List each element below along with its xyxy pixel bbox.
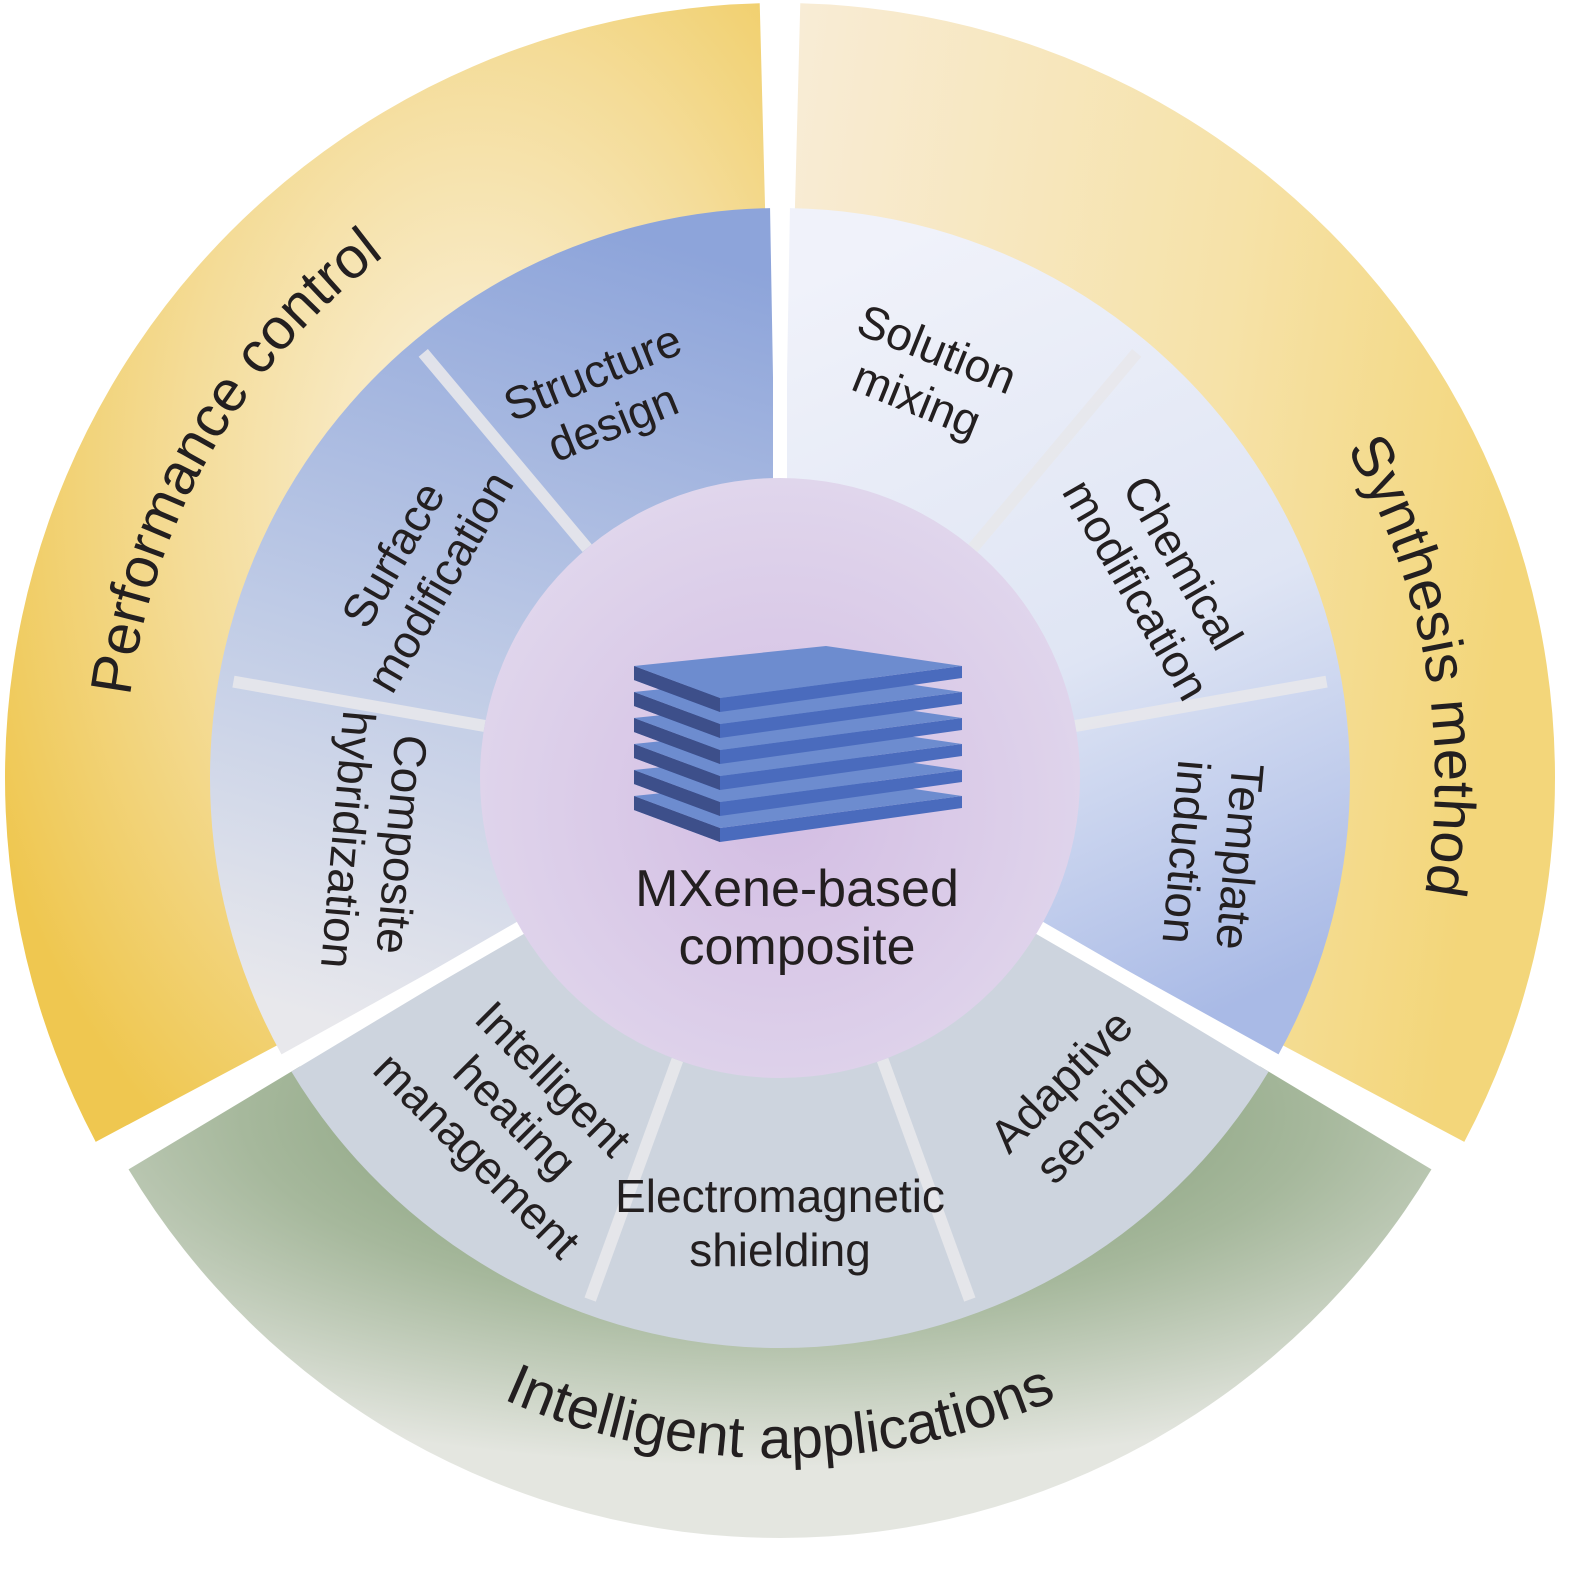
segment-label-line: shielding [689, 1224, 871, 1276]
middle-sector-applications [291, 927, 1269, 1348]
outer-sector-synthesis [794, 3, 1555, 1142]
segment-separator [1074, 675, 1328, 732]
middle-sector-performance [209, 208, 775, 1055]
segment-separator [968, 348, 1142, 553]
middle-sector-synthesis [785, 208, 1350, 1055]
segment-separator [418, 348, 592, 553]
sheet-layer [634, 646, 962, 712]
sector-divider [1027, 916, 1468, 1180]
segment-separator [584, 1057, 684, 1302]
layered-sheets-icon [634, 646, 962, 842]
outer-sector-performance [4, 3, 766, 1142]
segment-separator [876, 1057, 976, 1302]
sector-divider [92, 916, 533, 1180]
segment-separator [232, 675, 486, 732]
segment-label-line: Electromagnetic [615, 1170, 945, 1222]
outer-sector-applications [128, 1066, 1432, 1538]
center-title-line2: composite [679, 918, 916, 976]
center-title-line1: MXene-based [635, 860, 959, 918]
